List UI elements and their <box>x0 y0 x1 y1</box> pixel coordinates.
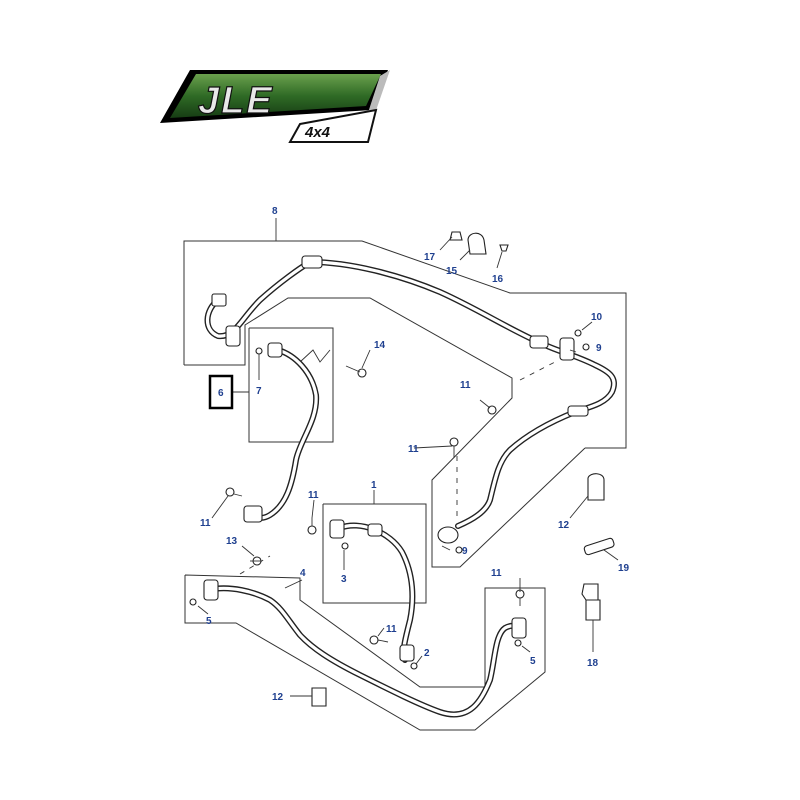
fitting-nut <box>203 255 589 662</box>
break-line <box>299 349 331 363</box>
callout-1[interactable]: 1 <box>371 480 377 491</box>
jle-logo: JLE 4x4 <box>160 70 390 143</box>
callout-11c[interactable]: 11 <box>200 518 211 529</box>
pipe-7 <box>247 347 320 521</box>
callout-17[interactable]: 17 <box>424 252 436 263</box>
callout-5a[interactable]: 5 <box>206 616 212 627</box>
callout-8[interactable]: 8 <box>272 206 278 217</box>
frame-group-7 <box>248 327 334 443</box>
o-ring-icon <box>189 329 590 670</box>
frame-group-1 <box>322 503 427 604</box>
callout-4[interactable]: 4 <box>300 568 306 579</box>
callout-9a[interactable]: 9 <box>596 343 602 354</box>
callout-10[interactable]: 10 <box>591 312 603 323</box>
callout-11d[interactable]: 11 <box>308 490 319 501</box>
callout-12b[interactable]: 12 <box>272 692 284 703</box>
callout-14[interactable]: 14 <box>374 340 386 351</box>
frame-group-4 <box>184 574 546 731</box>
callout-3[interactable]: 3 <box>341 574 347 585</box>
callout-leaders <box>197 218 619 697</box>
logo-brand-text: JLE <box>198 80 274 122</box>
clip-icon <box>311 231 615 707</box>
callout-2[interactable]: 2 <box>424 648 430 659</box>
callout-11a[interactable]: 11 <box>460 380 471 391</box>
callout-7[interactable]: 7 <box>256 386 262 397</box>
callout-6[interactable]: 6 <box>218 388 224 399</box>
pipe-8-upper <box>204 259 617 529</box>
pipe-4-lower <box>205 585 525 718</box>
callout-19[interactable]: 19 <box>618 563 630 574</box>
callout-6-highlight-box <box>208 374 234 410</box>
dashed-guide <box>519 361 556 381</box>
callout-15[interactable]: 15 <box>446 266 458 277</box>
frame-group-8-inner <box>184 297 586 568</box>
callout-13[interactable]: 13 <box>226 536 238 547</box>
callout-18[interactable]: 18 <box>587 658 599 669</box>
callout-16[interactable]: 16 <box>492 274 504 285</box>
bolt-icon <box>225 365 525 645</box>
callout-9b[interactable]: 9 <box>462 546 468 557</box>
callout-11e[interactable]: 11 <box>491 568 502 579</box>
callout-labels: 8 6 7 1 4 17 15 16 14 10 9 11 11 9 11 11… <box>200 206 630 703</box>
callout-5b[interactable]: 5 <box>530 656 536 667</box>
logo-sub-text: 4x4 <box>304 124 331 141</box>
callout-11b[interactable]: 11 <box>408 444 419 455</box>
callout-11f[interactable]: 11 <box>386 624 397 635</box>
frame-group-8 <box>183 240 627 449</box>
callout-12a[interactable]: 12 <box>558 520 570 531</box>
